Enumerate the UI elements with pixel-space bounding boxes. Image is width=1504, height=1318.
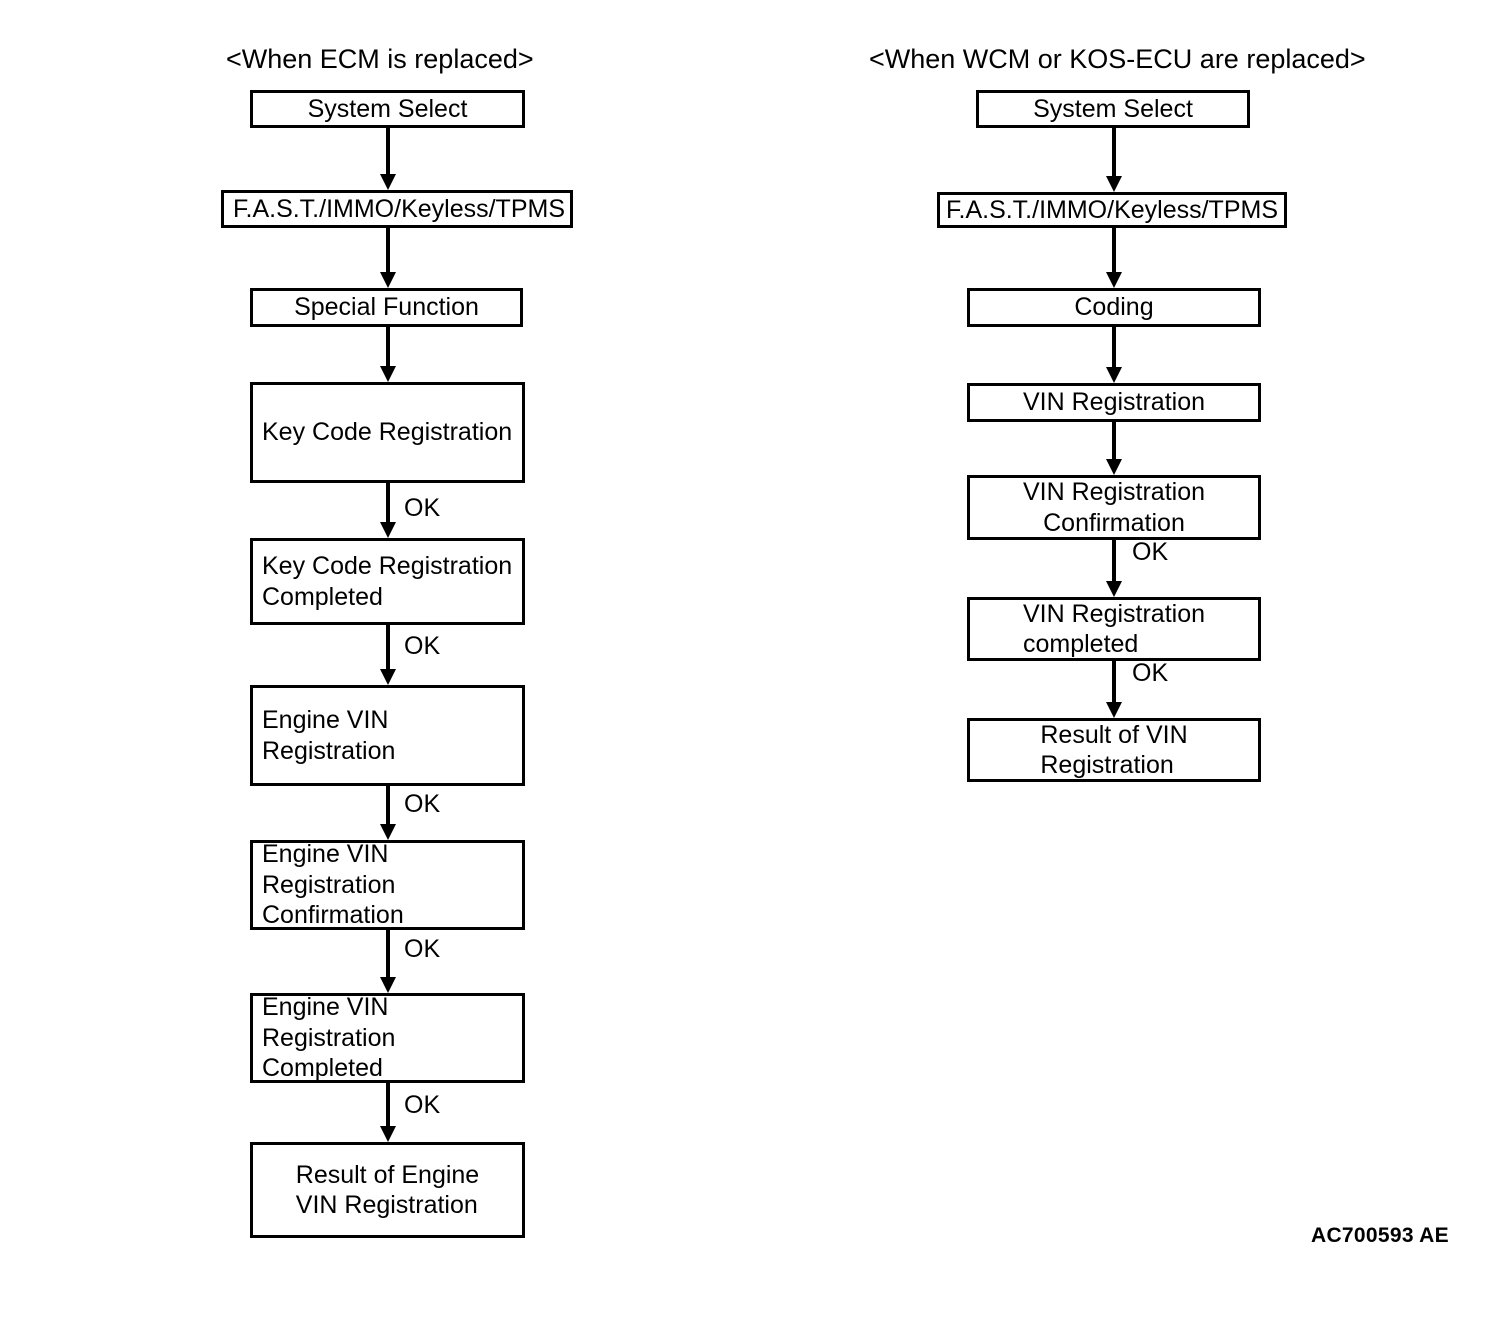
flow-node-label: Key Code Registration — [262, 418, 513, 447]
edge-label-ecm-4: OK — [404, 632, 441, 660]
arrow-shaft — [1112, 540, 1116, 583]
arrow-shaft — [1112, 327, 1116, 369]
flow-node-ecm-5: Engine VIN Registration — [250, 685, 525, 786]
arrow-head-icon — [380, 366, 396, 382]
flow-node-ecm-2: Special Function — [250, 288, 523, 327]
flow-node-wcm-kos-6: Result of VIN Registration — [967, 718, 1261, 782]
edge-label-ecm-6: OK — [404, 935, 441, 963]
arrow-shaft — [386, 483, 390, 524]
flow-node-ecm-3: Key Code Registration — [250, 382, 525, 483]
flow-node-ecm-0: System Select — [250, 90, 525, 128]
flow-node-label: Engine VIN Registration — [262, 706, 396, 765]
flow-node-label: Key Code Registration Completed — [262, 552, 513, 611]
flow-arrow-ecm-1 — [376, 228, 400, 288]
flow-node-label: VIN Registration — [1022, 388, 1206, 417]
arrow-head-icon — [380, 174, 396, 190]
flow-node-label: Result of Engine VIN Registration — [295, 1160, 480, 1220]
arrow-head-icon — [380, 1126, 396, 1142]
arrow-shaft — [386, 1083, 390, 1128]
flow-arrow-ecm-4 — [376, 625, 400, 685]
flow-node-ecm-7: Engine VIN Registration Completed — [250, 993, 525, 1083]
arrow-head-icon — [1106, 272, 1122, 288]
flow-node-label: Engine VIN Registration Completed — [262, 993, 396, 1083]
flow-node-label: Result of VIN Registration — [1040, 720, 1188, 780]
column-title-wcm-kos: <When WCM or KOS-ECU are replaced> — [869, 44, 1366, 74]
arrow-shaft — [1112, 128, 1116, 178]
flow-node-wcm-kos-1: F.A.S.T./IMMO/Keyless/TPMS — [937, 192, 1287, 228]
flow-arrow-wcm-kos-1 — [1102, 228, 1126, 288]
arrow-head-icon — [380, 669, 396, 685]
flow-node-wcm-kos-0: System Select — [976, 90, 1250, 128]
flow-node-label: VIN Registration completed — [1022, 599, 1206, 659]
flow-node-label: System Select — [307, 94, 468, 123]
arrow-shaft — [386, 786, 390, 826]
flow-node-ecm-6: Engine VIN Registration Confirmation — [250, 840, 525, 930]
arrow-head-icon — [380, 977, 396, 993]
flow-arrow-ecm-2 — [376, 327, 400, 382]
flow-arrow-wcm-kos-4 — [1102, 540, 1126, 597]
flow-node-wcm-kos-4: VIN Registration Confirmation — [967, 475, 1261, 540]
arrow-head-icon — [380, 272, 396, 288]
flow-arrow-ecm-3 — [376, 483, 400, 538]
flow-node-label: Coding — [1074, 293, 1154, 322]
arrow-shaft — [1112, 422, 1116, 461]
edge-label-ecm-5: OK — [404, 790, 441, 818]
flow-node-ecm-8: Result of Engine VIN Registration — [250, 1142, 525, 1238]
flow-arrow-wcm-kos-0 — [1102, 128, 1126, 192]
arrow-shaft — [386, 228, 390, 274]
arrow-head-icon — [1106, 702, 1122, 718]
edge-label-ecm-3: OK — [404, 494, 441, 522]
arrow-head-icon — [1106, 459, 1122, 475]
flow-arrow-ecm-5 — [376, 786, 400, 840]
flow-node-wcm-kos-3: VIN Registration — [967, 383, 1261, 422]
arrow-head-icon — [1106, 367, 1122, 383]
flow-arrow-wcm-kos-5 — [1102, 661, 1126, 718]
arrow-shaft — [386, 930, 390, 979]
arrow-head-icon — [1106, 581, 1122, 597]
arrow-shaft — [1112, 228, 1116, 274]
edge-label-wcm-kos-4: OK — [1132, 538, 1169, 566]
edge-label-ecm-7: OK — [404, 1091, 441, 1119]
arrow-shaft — [386, 128, 390, 176]
flow-node-wcm-kos-2: Coding — [967, 288, 1261, 327]
flow-node-label: Special Function — [294, 293, 479, 322]
edge-label-wcm-kos-5: OK — [1132, 659, 1169, 687]
flow-node-label: System Select — [1033, 94, 1193, 123]
flow-node-label: Engine VIN Registration Confirmation — [262, 840, 404, 930]
arrow-shaft — [1112, 661, 1116, 704]
arrow-shaft — [386, 625, 390, 671]
flow-arrow-ecm-0 — [376, 128, 400, 190]
arrow-head-icon — [380, 522, 396, 538]
flow-arrow-wcm-kos-3 — [1102, 422, 1126, 475]
flow-node-label: F.A.S.T./IMMO/Keyless/TPMS — [233, 194, 565, 223]
flow-node-label: F.A.S.T./IMMO/Keyless/TPMS — [946, 195, 1278, 224]
flow-node-wcm-kos-5: VIN Registration completed — [967, 597, 1261, 661]
arrow-head-icon — [380, 824, 396, 840]
flow-node-label: VIN Registration Confirmation — [1022, 478, 1206, 537]
flow-arrow-wcm-kos-2 — [1102, 327, 1126, 383]
arrow-head-icon — [1106, 176, 1122, 192]
figure-code: AC700593 AE — [1311, 1224, 1449, 1247]
flow-node-ecm-1: F.A.S.T./IMMO/Keyless/TPMS — [221, 190, 573, 228]
column-title-ecm: <When ECM is replaced> — [226, 44, 534, 74]
flow-arrow-ecm-7 — [376, 1083, 400, 1142]
flow-node-ecm-4: Key Code Registration Completed — [250, 538, 525, 625]
arrow-shaft — [386, 327, 390, 368]
flow-arrow-ecm-6 — [376, 930, 400, 993]
